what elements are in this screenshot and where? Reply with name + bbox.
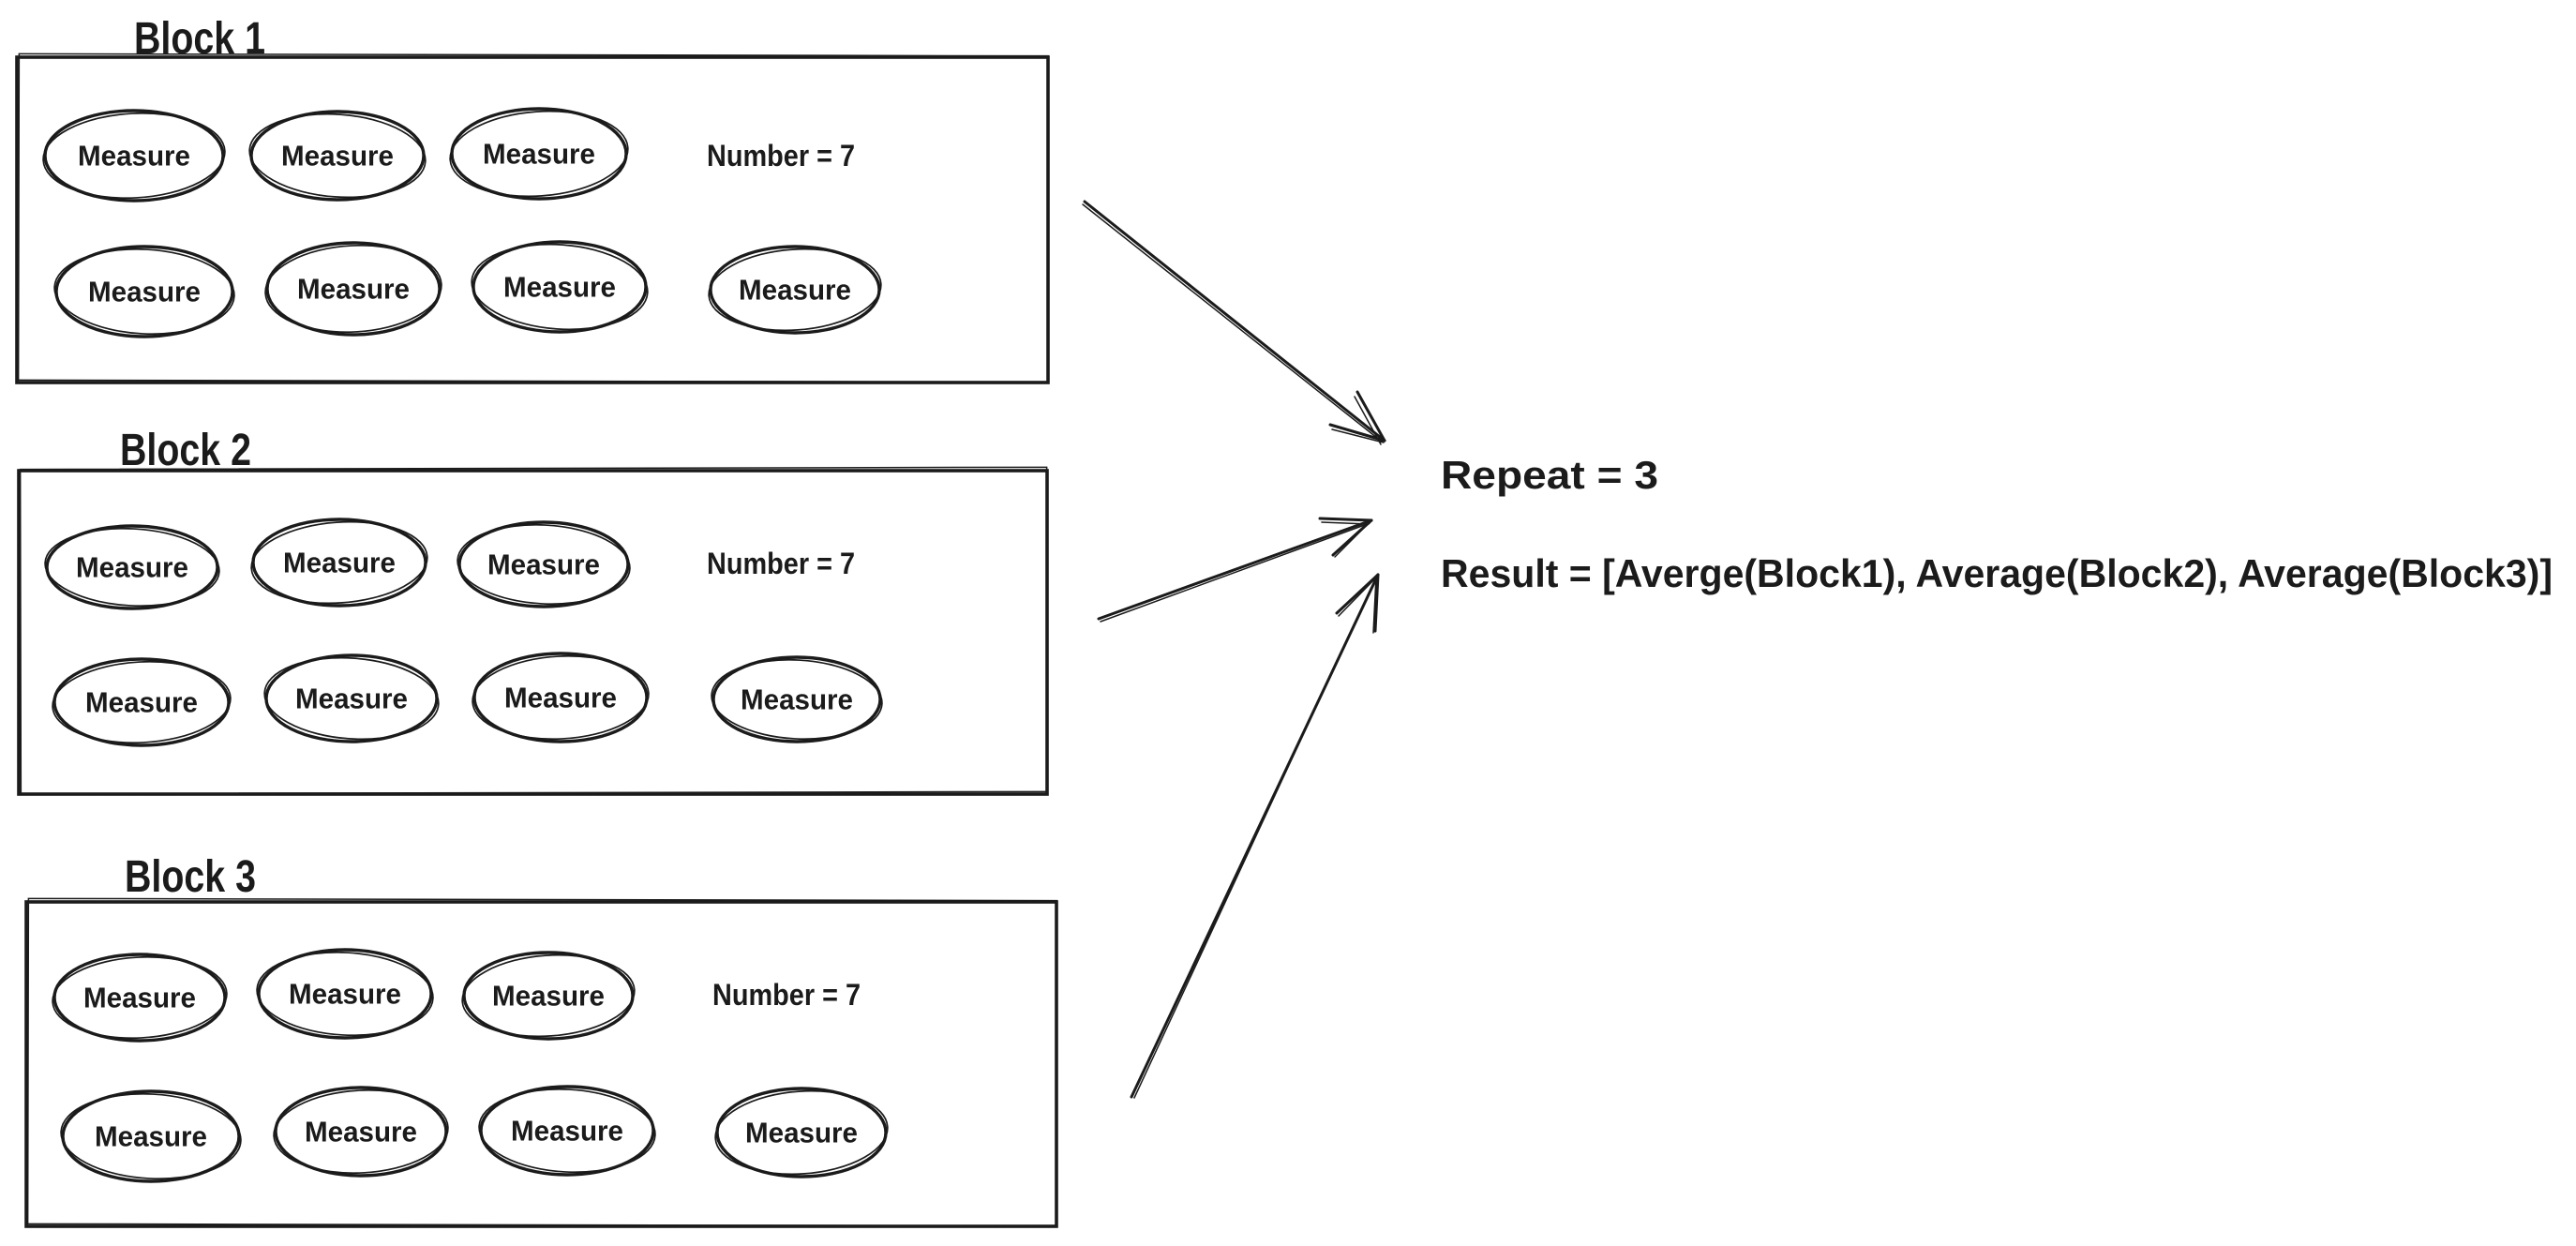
measure-label: Measure (289, 978, 401, 1011)
block-3-number-label: Number = 7 (712, 978, 861, 1012)
arrow-block1-to-result (1082, 200, 1386, 445)
measure-label: Measure (745, 1117, 858, 1149)
block-1: Block 1 Measure Measure Measure Number =… (15, 14, 1050, 384)
measure-label: Measure (492, 980, 605, 1013)
measure-ellipse: Measure (471, 240, 649, 334)
measure-label: Measure (297, 273, 410, 306)
measure-label: Measure (95, 1120, 207, 1153)
block-1-title: Block 1 (134, 14, 265, 64)
measure-label: Measure (85, 686, 198, 719)
measure-ellipse: Measure (449, 107, 629, 201)
measure-label: Measure (305, 1116, 417, 1148)
measure-ellipse: Measure (42, 109, 226, 203)
arrow-block3-to-result (1130, 573, 1380, 1099)
block-1-frame-sketch (17, 53, 1050, 383)
measure-label: Measure (283, 547, 396, 579)
block-2-number-label: Number = 7 (707, 547, 855, 580)
measure-label: Measure (88, 276, 201, 308)
block-3-title: Block 3 (125, 852, 256, 902)
measure-label: Measure (483, 138, 595, 171)
measure-ellipse: Measure (44, 524, 220, 610)
measure-ellipse: Measure (461, 951, 636, 1041)
block-3-frame-sketch (26, 897, 1058, 1227)
measure-label: Measure (741, 683, 853, 716)
measure-label: Measure (78, 140, 190, 173)
measure-label: Measure (503, 271, 616, 304)
block-2-title: Block 2 (120, 426, 251, 475)
measure-ellipse: Measure (472, 652, 650, 743)
measure-ellipse: Measure (60, 1089, 242, 1183)
measure-label: Measure (504, 682, 617, 714)
block-2: Block 2 Measure Measure Measure Number =… (17, 426, 1049, 796)
measure-label: Measure (281, 140, 394, 173)
result-line: Result = [Averge(Block1), Average(Block2… (1441, 551, 2553, 595)
measure-ellipse: Measure (478, 1085, 656, 1177)
measure-ellipse: Measure (250, 518, 428, 608)
measure-ellipse: Measure (248, 110, 427, 202)
measure-ellipse: Measure (264, 241, 442, 337)
measure-ellipse: Measure (53, 245, 235, 338)
measure-label: Measure (83, 982, 196, 1014)
block-2-frame (17, 469, 1049, 796)
result-panel: Repeat = 3 Result = [Averge(Block1), Ave… (1441, 453, 2553, 595)
block-3: Block 3 Measure Measure Measure Number =… (24, 852, 1058, 1228)
measure-ellipse: Measure (52, 953, 228, 1043)
measure-ellipse: Measure (273, 1086, 449, 1178)
measure-ellipse: Measure (256, 948, 434, 1040)
measure-label: Measure (511, 1115, 623, 1148)
measure-ellipse: Measure (714, 1087, 889, 1178)
measure-ellipse: Measure (263, 653, 440, 743)
repeat-line: Repeat = 3 (1441, 453, 1658, 497)
measure-label: Measure (295, 683, 408, 715)
measure-label: Measure (739, 274, 851, 307)
arrow-block2-to-result (1097, 517, 1373, 623)
measure-label: Measure (487, 548, 600, 581)
measure-label: Measure (76, 551, 188, 584)
measure-ellipse: Measure (52, 657, 232, 747)
measure-ellipse: Measure (708, 245, 882, 335)
measure-ellipse: Measure (711, 655, 883, 743)
block-2-frame-sketch (19, 466, 1049, 795)
block-1-number-label: Number = 7 (707, 139, 855, 173)
measure-ellipse: Measure (457, 520, 631, 608)
